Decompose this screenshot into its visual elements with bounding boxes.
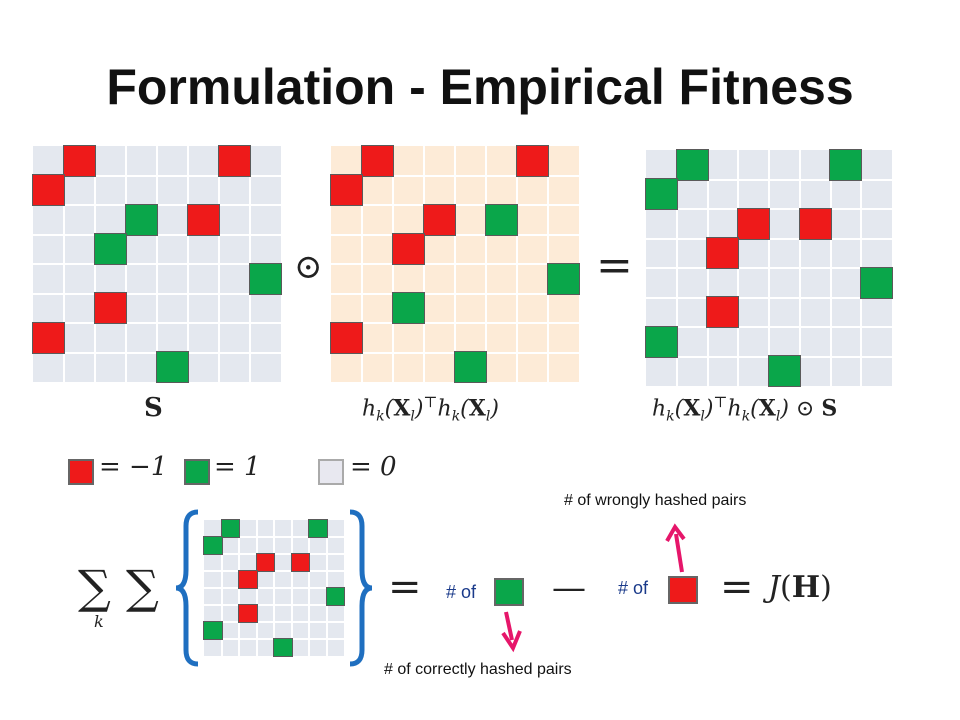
equals-2: = — [720, 564, 754, 610]
grid-line — [33, 292, 281, 295]
count-label-red: # of — [618, 578, 649, 598]
grid-line — [829, 150, 832, 386]
green-cell — [124, 203, 159, 236]
red-cell — [93, 292, 128, 325]
grid-line — [290, 520, 293, 656]
red-cell — [515, 144, 550, 177]
grid-line — [331, 322, 579, 324]
green-cell — [203, 536, 223, 555]
slide-title: Formulation - Empirical Fitness — [106, 59, 854, 115]
red-cell — [31, 174, 66, 207]
red-cell — [238, 570, 258, 589]
legend-red-text: = −1 — [99, 452, 168, 482]
red-cell — [62, 144, 97, 177]
arrow-down-head — [501, 630, 522, 653]
grid-line — [646, 296, 892, 299]
grid-line — [33, 263, 281, 265]
green-cell — [644, 178, 678, 211]
label-hadamard-result: hk(Xl)⊤hk(Xl) ⊙ S — [652, 393, 838, 425]
matrix-sum-term — [203, 519, 345, 657]
red-cell — [290, 553, 310, 572]
matrix-hadamard-result — [644, 148, 894, 388]
right-brace — [349, 509, 373, 667]
arrow-down-shaft — [504, 611, 514, 641]
count-label-green: # of — [446, 582, 477, 602]
grid-line — [646, 326, 892, 328]
red-cell — [422, 203, 457, 236]
grid-line — [204, 587, 344, 589]
green-cell — [675, 148, 709, 181]
sum-symbol-inner: ∑ — [126, 560, 159, 614]
result-j-h: J(H) — [768, 570, 832, 605]
green-cell — [453, 351, 488, 384]
green-cell — [308, 519, 328, 538]
sum-subscript-k: k — [94, 612, 104, 631]
red-cell — [360, 144, 395, 177]
green-cell — [860, 266, 894, 299]
grid-line — [331, 292, 579, 295]
green-cell — [248, 262, 283, 295]
red-cell — [329, 174, 364, 207]
grid-line — [516, 146, 518, 382]
grid-line — [204, 604, 344, 606]
label-s: S — [144, 393, 163, 423]
red-cell — [329, 321, 364, 354]
arrow-up-head — [665, 523, 686, 542]
red-cell — [706, 296, 740, 329]
red-cell — [217, 144, 252, 177]
red-cell — [737, 207, 771, 240]
equals-operator: = — [596, 240, 633, 291]
grid-line — [798, 150, 801, 386]
red-cell — [255, 553, 275, 572]
left-brace — [175, 509, 199, 667]
green-cell — [644, 325, 678, 358]
count-red-swatch — [668, 576, 698, 604]
green-cell — [203, 621, 223, 640]
legend-green-text: = 1 — [214, 452, 261, 482]
hadamard-operator: ⊙ — [294, 247, 323, 287]
green-cell — [767, 355, 801, 388]
matrix-hash-product — [329, 144, 581, 384]
green-cell — [484, 203, 519, 236]
correctly-hashed-label: # of correctly hashed pairs — [384, 661, 572, 678]
grid-line — [218, 146, 220, 382]
legend-empty-text: = 0 — [350, 452, 397, 482]
red-cell — [238, 604, 258, 623]
count-green-swatch — [494, 578, 524, 606]
wrongly-hashed-label: # of wrongly hashed pairs — [564, 492, 747, 509]
grid-line — [485, 146, 487, 382]
grid-line — [187, 146, 189, 382]
grid-line — [308, 520, 310, 656]
grid-line — [204, 621, 344, 623]
sum-symbol-k: ∑ — [78, 560, 111, 614]
legend-green-swatch — [184, 459, 210, 485]
arrow-up-shaft — [674, 533, 684, 573]
red-cell — [391, 233, 426, 266]
green-cell — [220, 519, 240, 538]
minus-sign: — — [552, 568, 586, 608]
red-cell — [31, 321, 66, 354]
grid-line — [33, 322, 281, 324]
equals-1: = — [388, 564, 422, 610]
green-cell — [391, 292, 426, 325]
red-cell — [798, 207, 832, 240]
legend-red-swatch — [68, 459, 94, 485]
green-cell — [93, 233, 128, 266]
label-hash-product: hk(Xl)⊤hk(Xl) — [362, 393, 499, 425]
grid-line — [646, 267, 892, 269]
red-cell — [186, 203, 221, 236]
red-cell — [706, 237, 740, 270]
green-cell — [546, 262, 581, 295]
green-cell — [829, 148, 863, 181]
green-cell — [273, 638, 293, 657]
legend-empty-swatch — [318, 459, 344, 485]
matrix-s — [31, 144, 283, 384]
grid-line — [331, 263, 579, 265]
green-cell — [155, 351, 190, 384]
green-cell — [325, 587, 345, 606]
